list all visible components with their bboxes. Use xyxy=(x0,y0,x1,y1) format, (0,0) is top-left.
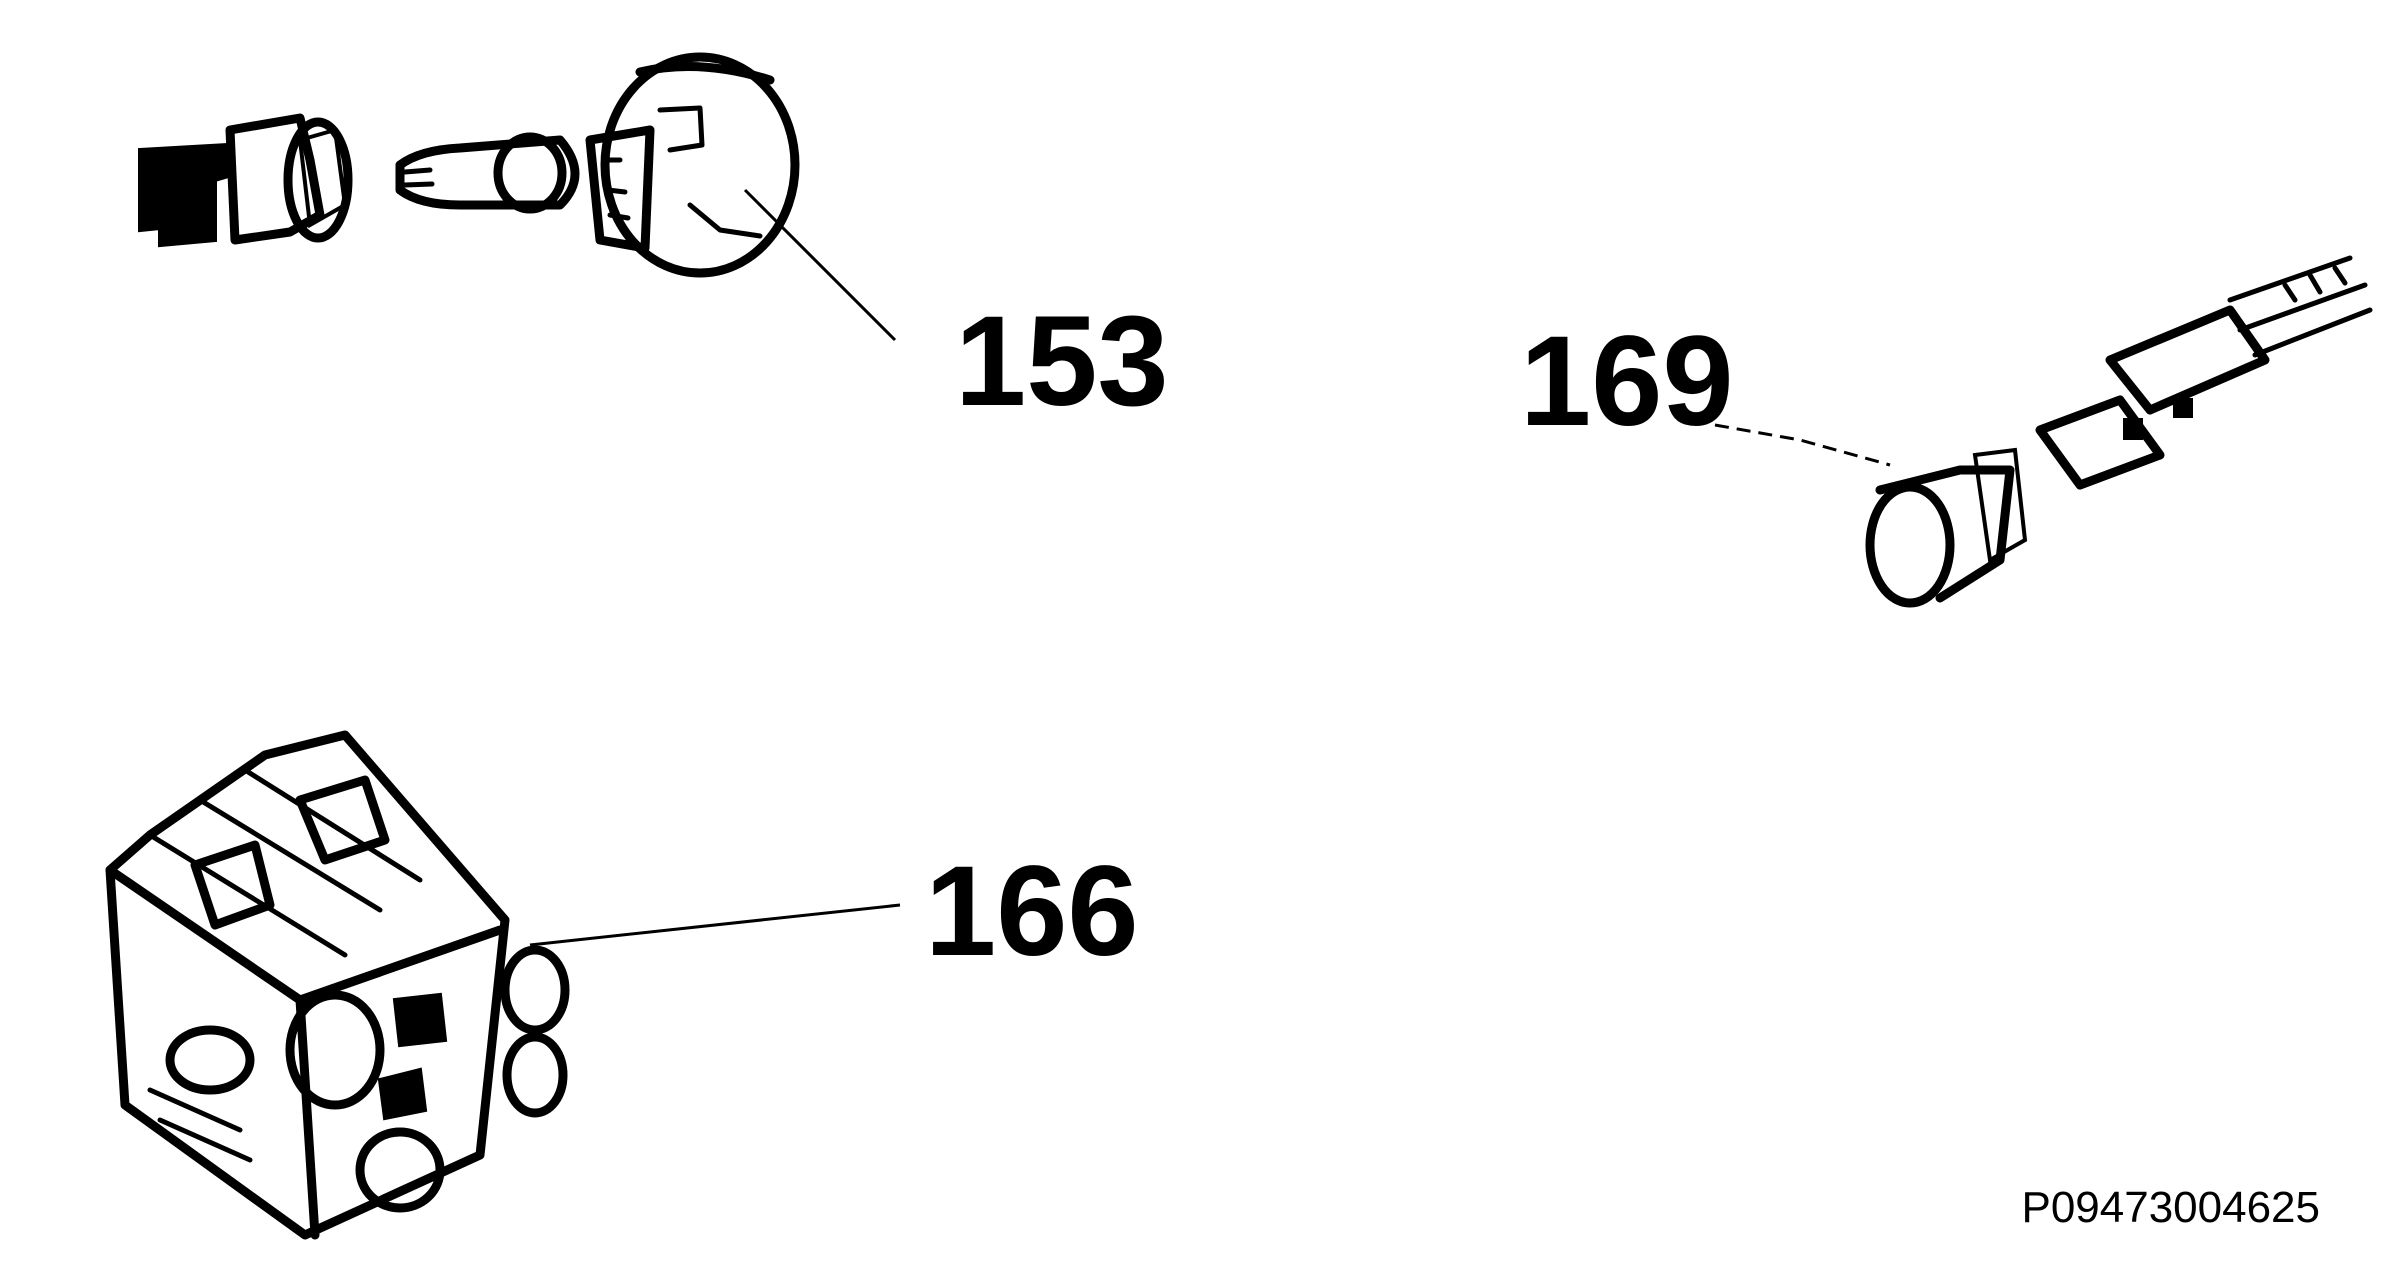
switch-block-drawing xyxy=(105,730,570,1240)
socket-connector-drawing xyxy=(1865,255,2373,608)
diagram-reference-code: P09473004625 xyxy=(2021,1183,2320,1232)
leader-line-169 xyxy=(1714,423,1891,467)
bulb-drawing xyxy=(395,132,580,214)
knob-cap-drawing xyxy=(585,52,800,278)
part-label-169: 169 xyxy=(1520,310,1734,453)
part-label-166: 166 xyxy=(925,840,1139,983)
leader-line-166 xyxy=(529,903,901,947)
part-label-153: 153 xyxy=(955,290,1169,433)
leader-line-153 xyxy=(743,188,897,342)
lamp-holder-drawing xyxy=(138,113,353,248)
